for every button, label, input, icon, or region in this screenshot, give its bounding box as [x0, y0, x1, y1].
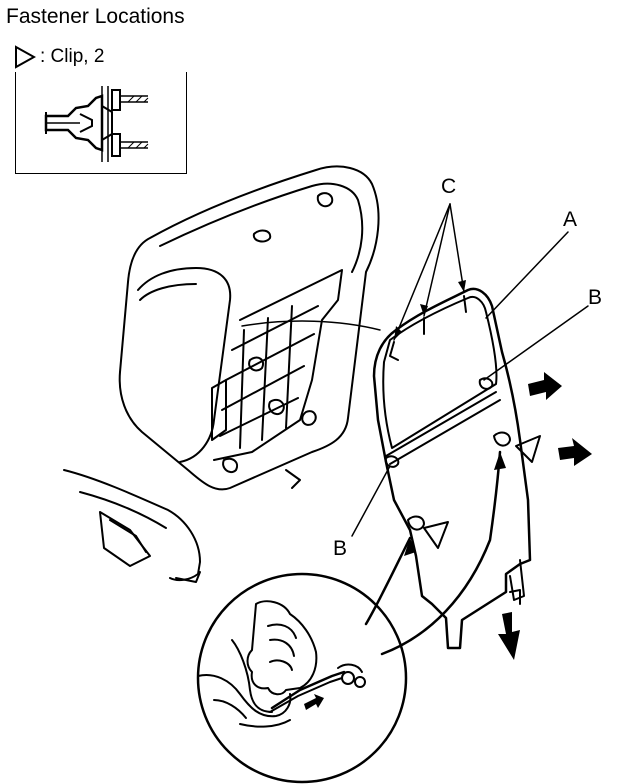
clip-marker-lower-icon [423, 521, 449, 549]
clip-legend-label: : Clip, 2 [40, 46, 105, 67]
clip-cross-section [44, 86, 149, 162]
callout-leaders [241, 203, 589, 537]
hand-removing-clip [197, 600, 366, 728]
callout-arrowheads [394, 280, 466, 340]
callout-a-label: A [563, 208, 578, 231]
clip-legend: : Clip, 2 [14, 45, 104, 69]
clip-marker-upper-icon [515, 435, 541, 463]
triangle-outline-icon [15, 45, 36, 69]
removal-arrows [498, 372, 592, 660]
callout-c-label: C [441, 175, 457, 198]
clip-markers [423, 435, 541, 549]
callout-b-lower-label: B [333, 537, 348, 560]
clip-detail-inset [15, 72, 187, 174]
arrow-down-icon [498, 612, 520, 660]
diagram-title: Fastener Locations [6, 5, 185, 28]
seat-back-panel [372, 287, 532, 650]
arrow-right-lower-icon [558, 438, 592, 466]
arrow-right-upper-icon [528, 372, 562, 400]
callout-b-upper-label: B [588, 286, 603, 309]
seat-back-frame [63, 165, 380, 583]
detail-circle [196, 450, 506, 784]
